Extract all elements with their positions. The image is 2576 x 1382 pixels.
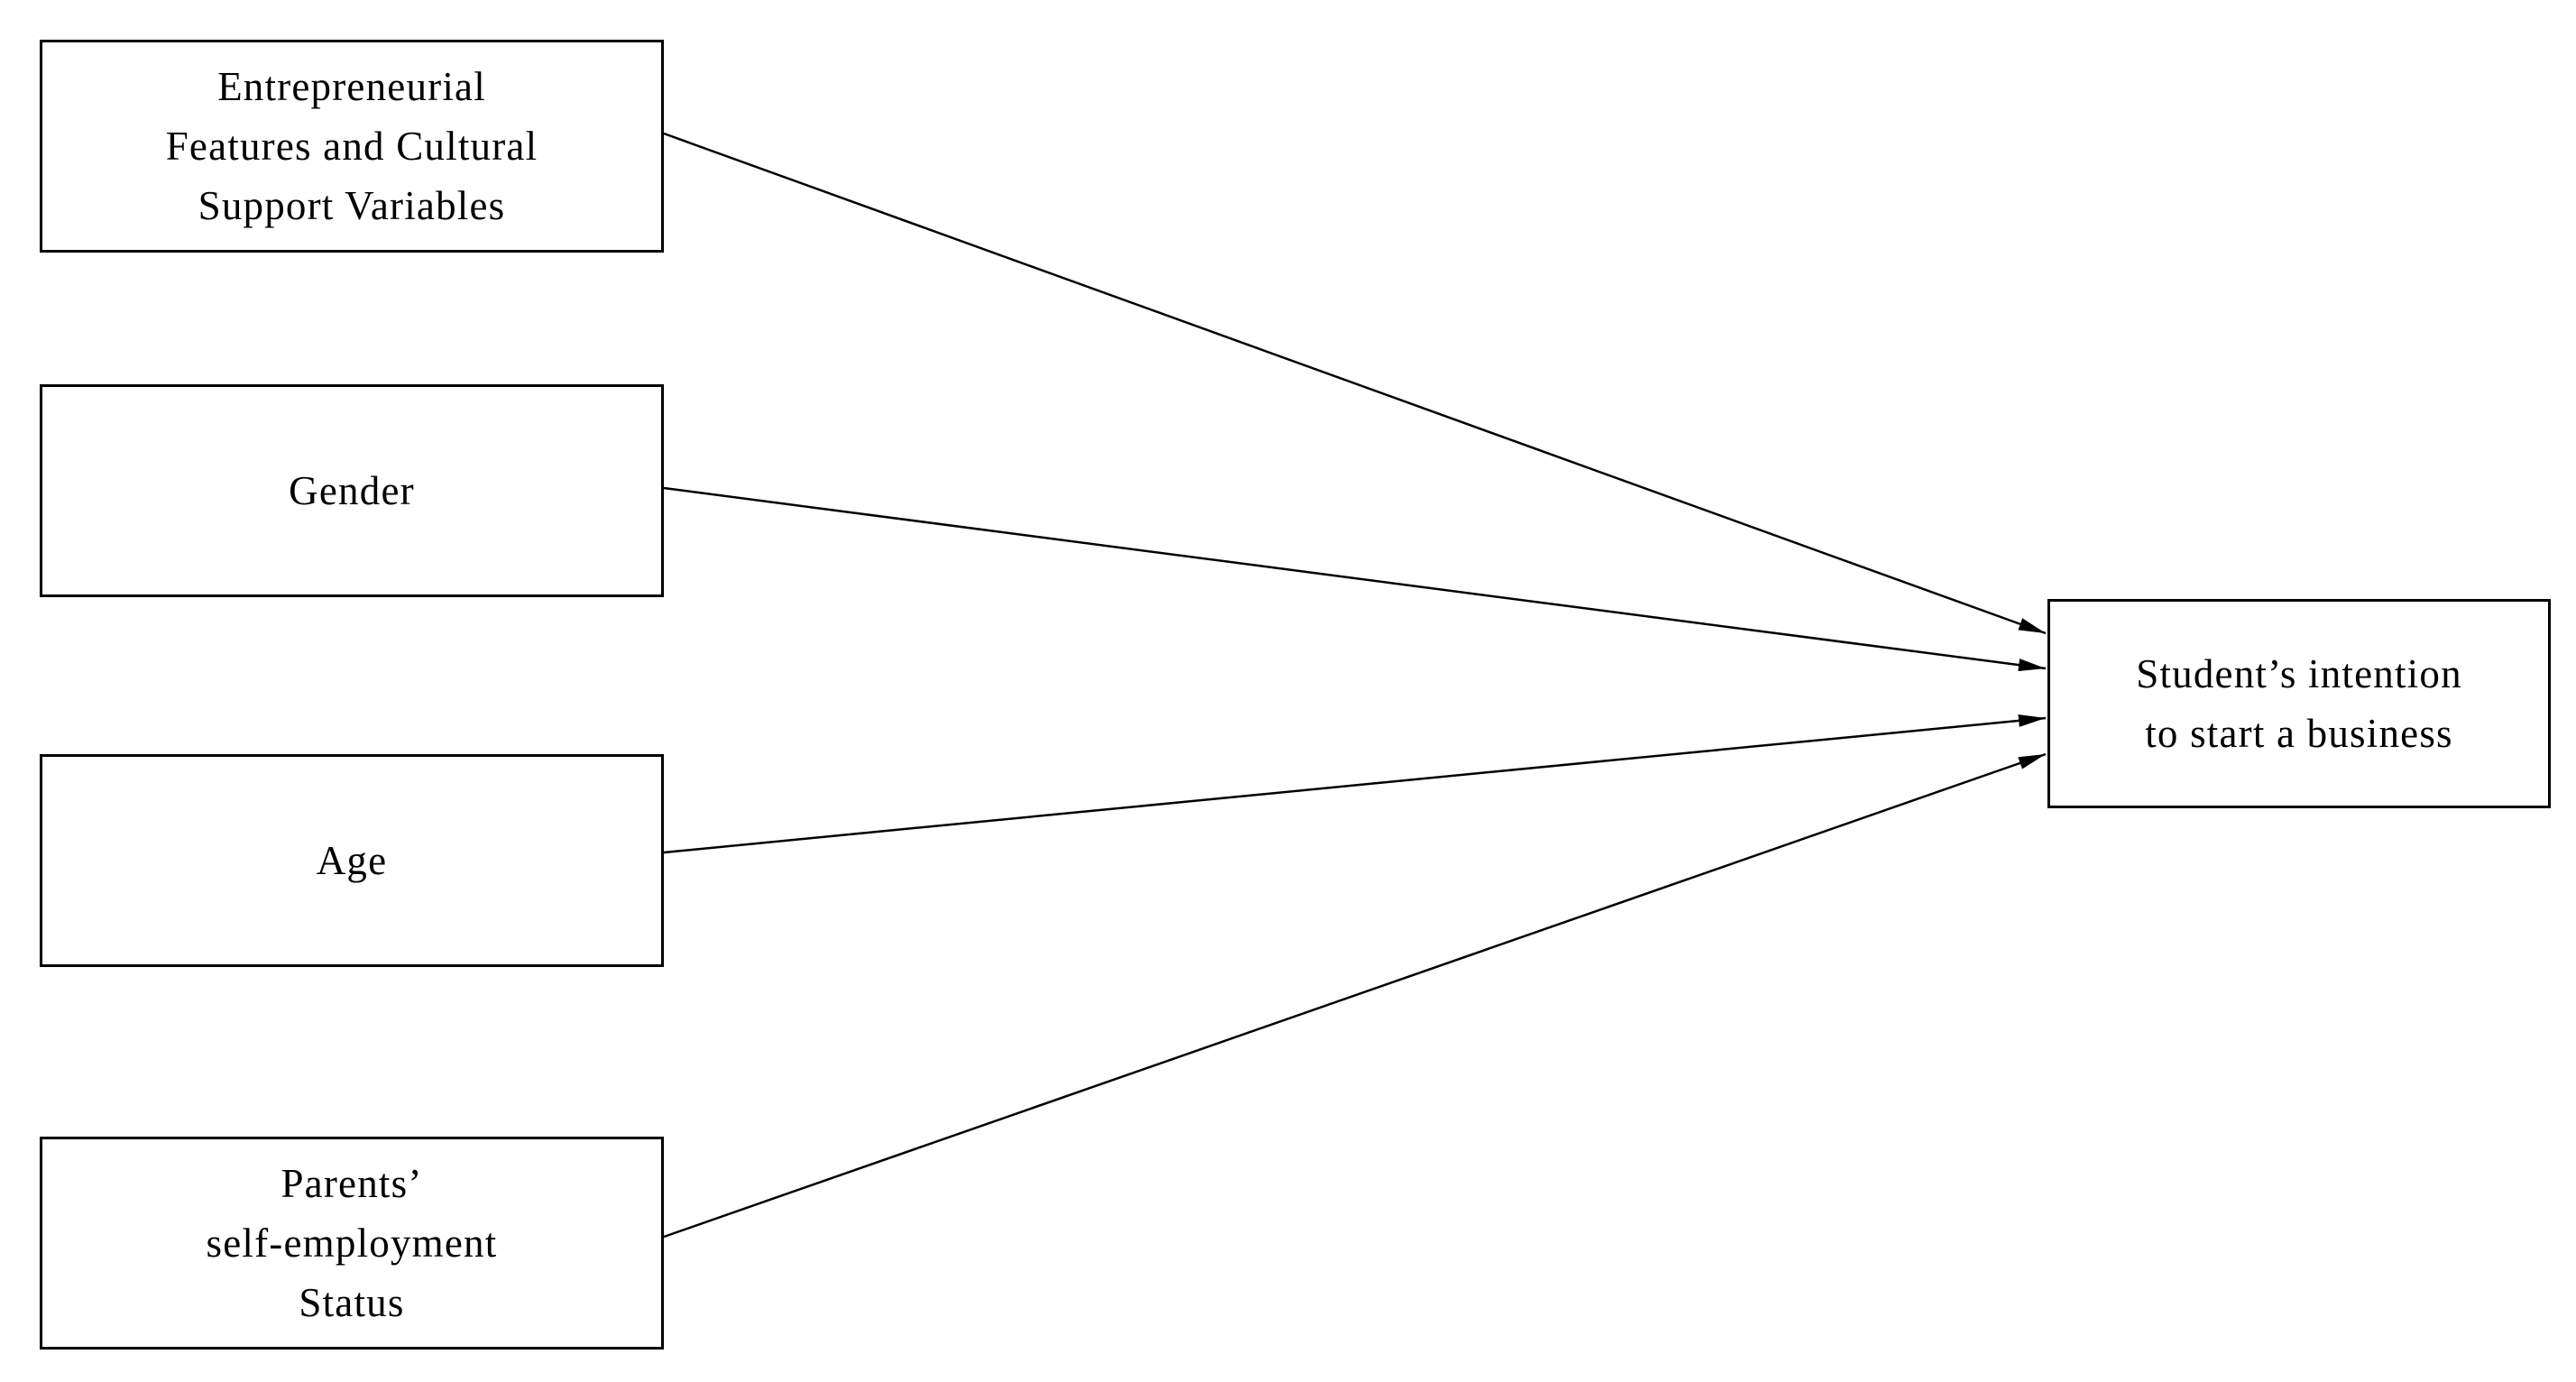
gender-label: Gender [289,461,415,521]
label-line: Support Variables [198,183,506,228]
label-line: self-employment [206,1221,498,1266]
parents-self-employment-label: Parents’ self-employment Status [207,1154,498,1332]
arrow-parents-to-intention [663,752,2047,1239]
label-line: Student’s intention [2136,651,2462,696]
label-line: Gender [289,468,415,513]
label-line: Entrepreneurial [217,64,486,109]
arrow-age-to-intention [663,714,2047,854]
entrepreneurial-features-box: Entrepreneurial Features and Cultural Su… [40,40,664,253]
arrow-gender-to-intention [663,486,2047,672]
parents-self-employment-box: Parents’ self-employment Status [40,1137,664,1350]
gender-box: Gender [40,384,664,597]
student-intention-label: Student’s intention to start a business [2136,644,2462,763]
label-line: Parents’ [281,1161,423,1206]
age-label: Age [317,831,388,890]
label-line: to start a business [2145,711,2453,756]
entrepreneurial-features-label: Entrepreneurial Features and Cultural Su… [166,57,538,235]
label-line: Status [299,1280,405,1325]
label-line: Age [316,838,388,883]
age-box: Age [40,754,664,967]
arrow-entrepreneurial-to-intention [663,132,2047,635]
student-intention-box: Student’s intention to start a business [2047,599,2551,808]
label-line: Features and Cultural [165,124,538,169]
